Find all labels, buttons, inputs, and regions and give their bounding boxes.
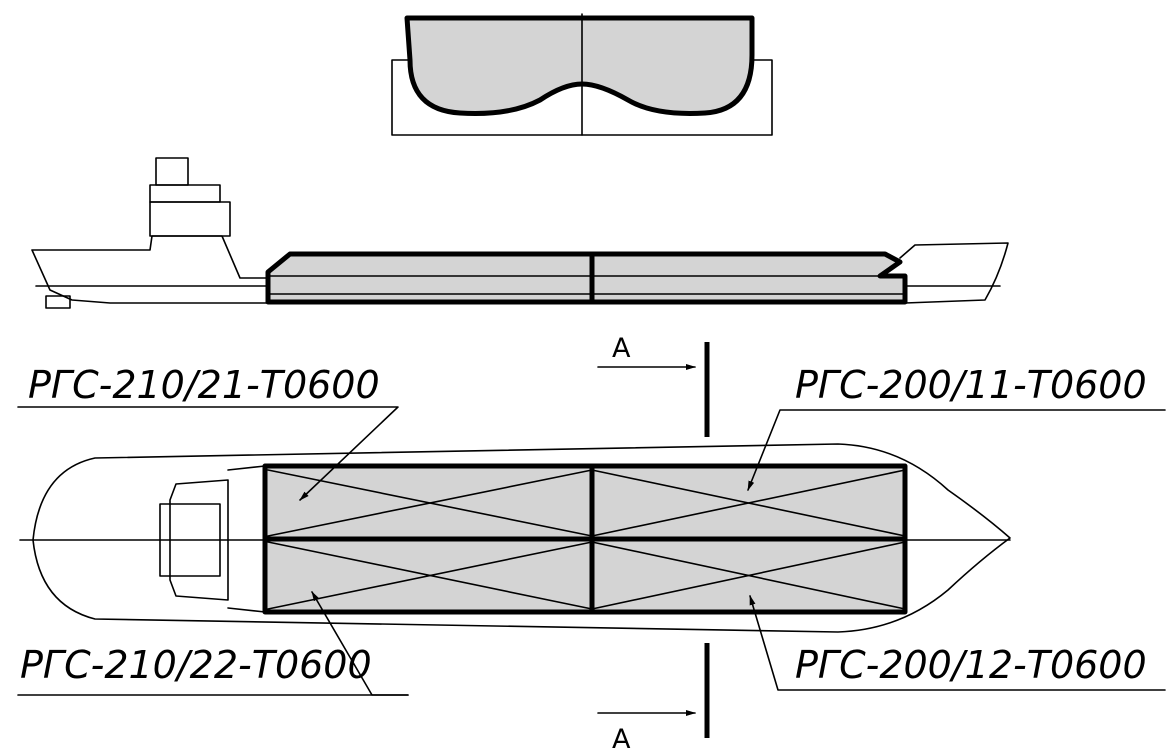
wheelhouse-upper [155,157,189,186]
leader-top-left [17,406,399,501]
tank-label-bottom-right: РГС-200/12-Т0600 [795,643,1147,687]
section-mark-top: А [612,333,631,364]
tank-label-bottom-left: РГС-210/22-Т0600 [20,643,372,687]
tank-label-top-left: РГС-210/21-Т0600 [28,363,380,407]
section-cut-marker-top: А [597,333,710,437]
leader-top-right [747,409,1166,491]
stern-fin [45,295,71,309]
plan-view [19,443,1011,633]
section-cut-marker-bottom: А [597,643,710,755]
plan-tank-block [262,463,908,615]
wheelhouse-middle [149,184,221,203]
section-mark-bottom: А [612,724,631,755]
section-view [391,13,773,136]
section-tank-cross-section [404,15,755,116]
wheelhouse-lower [149,201,231,237]
side-view [31,157,1009,309]
bow-outline [899,242,1009,304]
side-hull-outline [31,235,269,304]
tank-label-top-right: РГС-200/11-Т0600 [795,363,1147,407]
leader-bottom-right [749,595,1166,691]
plan-superstructure [169,479,229,601]
leaders [17,406,1166,696]
